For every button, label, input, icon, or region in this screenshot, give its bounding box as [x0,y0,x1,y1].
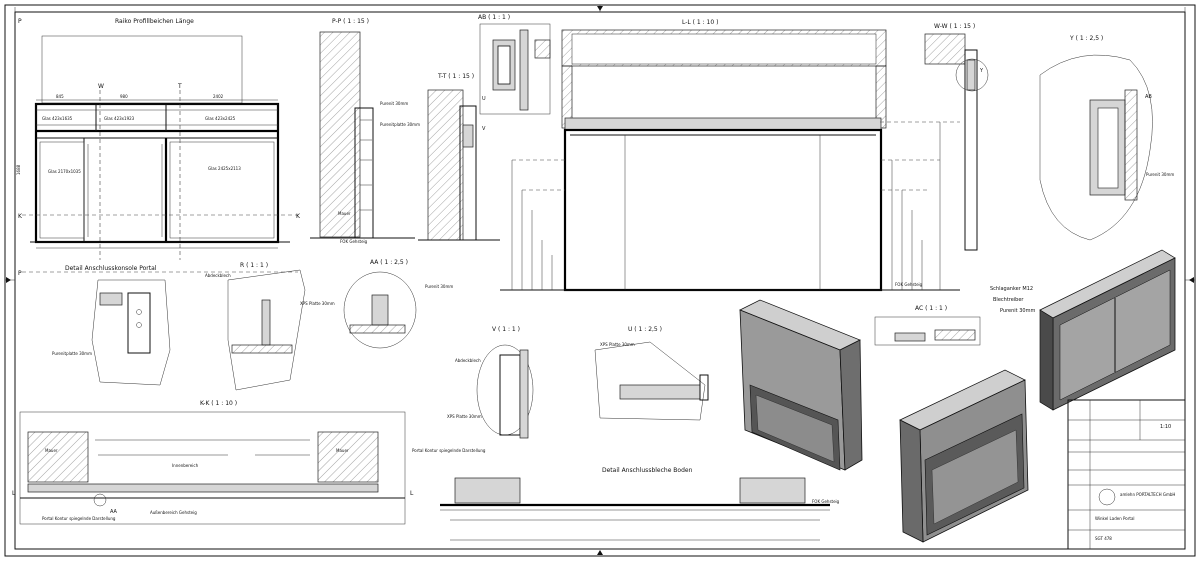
section-marker-t: T [177,83,182,90]
title-company: amlehn PORTALTECH GmbH [1120,492,1175,497]
detail-ab-title: AB ( 1 : 1 ) [478,14,510,21]
section-pp-title: P-P ( 1 : 15 ) [332,18,369,25]
section-tt-title: T-T ( 1 : 15 ) [437,73,474,80]
kk-portal-kontur2-label: Portal Kontur spiegelnde Darstellung [412,448,486,453]
glass-label-top-mid: Glas 423x1923 [104,116,135,121]
isometric-view-right: Schlaganker M12 Blechtreiber Purenit 30m… [990,249,1176,411]
detail-portal-title: Detail Anschlusskonsole Portal [65,265,157,272]
iso-purenit-label: Purenit 30mm [1000,308,1035,314]
detail-ac-title: AC ( 1 : 1 ) [915,305,947,312]
detail-v: V ( 1 : 1 ) Abdeckblech XPS Platte 30mm [447,326,534,439]
kk-marker-aa: AA [110,509,118,515]
y-purenit-label: Purenit 30mm [1146,172,1174,177]
detail-r: R ( 1 : 1 ) Abdeckblech XPS Platte 30mm [205,262,335,391]
kk-marker-l-right: L [410,490,414,497]
glass-label-bottom-right: Glas 2425x2113 [208,166,241,171]
detail-aa-title: AA ( 1 : 2,5 ) [370,259,408,266]
dim-2402: 2402 [213,94,224,99]
detail-v-title: V ( 1 : 1 ) [492,326,520,333]
detail-u: U ( 1 : 2,5 ) XPS Platte 30mm [594,326,709,421]
section-kk: K-K ( 1 : 10 ) Mauer Mauer Innenbereich … [12,400,486,525]
glass-label-top-right: Glas 423x2425 [205,116,236,121]
section-kk-title: K-K ( 1 : 10 ) [200,400,237,407]
section-marker-k-left: K [18,213,23,220]
tt-marker-u: U [482,96,486,102]
section-ll-title: L-L ( 1 : 10 ) [682,19,718,26]
elevation-title: Raiko Profillbeichen Länge [115,18,194,25]
detail-ab: AB ( 1 : 1 ) [478,14,551,115]
detail-anschlussbleche-boden: Detail Anschlussbleche Boden FOK Gehstei… [440,467,840,541]
detail-r-title: R ( 1 : 1 ) [240,262,268,269]
kk-innenbereich-label: Innenbereich [172,463,199,468]
section-pp: P-P ( 1 : 15 ) Mauer Purenit 30mm Pureni… [310,18,420,244]
pp-fok-label: FOK Gehsteig [340,239,368,244]
section-tt: T-T ( 1 : 15 ) U V [418,73,500,241]
u-xps-label: XPS Platte 30mm [600,342,635,347]
r-abdeckblech-label: Abdeckblech [205,273,231,278]
section-marker-k-right: K [296,213,301,220]
portal-purenit-label: Purenitplatte 30mm [52,351,92,356]
ww-marker-y: Y [979,68,984,74]
title-drawing-name: Winkel Laden Portal [1095,516,1135,521]
v-abdeckblech-label: Abdeckblech [455,358,481,363]
iso-blechtreiber-label: Blechtreiber [993,297,1024,303]
kk-portal-kontur-label: Portal Kontur spiegelnde Darstellung [42,516,116,521]
glass-label-top-left: Glas 423x1635 [42,116,73,121]
detail-u-title: U ( 1 : 2,5 ) [628,326,662,333]
title-scale: 1:10 [1160,424,1171,430]
detail-y-title: Y ( 1 : 2,5 ) [1069,35,1103,42]
iso-schlaganker-label: Schlaganker M12 [990,286,1033,292]
detail-anschlusskonsole: Detail Anschlusskonsole Portal Purenitpl… [52,265,171,386]
section-marker-p-top: P [18,18,22,25]
section-marker-w: W [98,83,104,90]
pp-purenit-label: Purenit 30mm [380,101,408,106]
y-marker-ab: AB [1145,94,1152,100]
title-drawing-number: SGT 478 [1095,536,1112,541]
detail-aa: AA ( 1 : 2,5 ) Purenit 30mm [343,259,453,349]
dim-845: 845 [56,94,64,99]
title-block: amlehn PORTALTECH GmbH Winkel Laden Port… [1067,399,1186,550]
v-xps-label: XPS Platte 30mm [447,414,482,419]
kk-mauer-left: Mauer [45,448,58,453]
detail-ac: AC ( 1 : 1 ) [874,305,981,346]
pp-mauer-label: Mauer [338,211,351,216]
kk-mauer-right: Mauer [336,448,349,453]
tt-marker-v: V [482,126,486,132]
detail-y: Y ( 1 : 2,5 ) AB Purenit 30mm [1039,35,1174,241]
ll-dimension-chains [511,121,960,290]
floor-fok-label: FOK Gehsteig [812,499,840,504]
section-ww: W-W ( 1 : 15 ) Y [924,23,989,251]
pp-purenitplatte-label: Purenitplatte 30mm [380,122,420,127]
dim-980: 980 [120,94,128,99]
section-ww-title: W-W ( 1 : 15 ) [934,23,975,30]
dim-1688: 1688 [16,164,21,175]
kk-marker-l-left: L [12,490,16,497]
ll-fok-label: FOK Gehsteig [895,282,923,287]
elevation-view: Raiko Profillbeichen Länge Glas 423x1635… [16,18,301,277]
isometric-view-middle [899,369,1029,543]
isometric-view-left [739,299,863,471]
detail-floor-title: Detail Anschlussbleche Boden [602,467,693,474]
glass-label-bottom-left: Glas 2170x1035 [48,169,81,174]
section-ll: L-L ( 1 : 10 ) FOK Gehsteig [500,19,960,292]
r-xps-label: XPS Platte 30mm [300,301,335,306]
kk-aussenbereich-label: Außenbereich Gehsteig [150,510,197,515]
aa-purenit-label: Purenit 30mm [425,284,453,289]
section-marker-p-left: P [18,270,22,277]
sheet-frame [4,4,1196,557]
